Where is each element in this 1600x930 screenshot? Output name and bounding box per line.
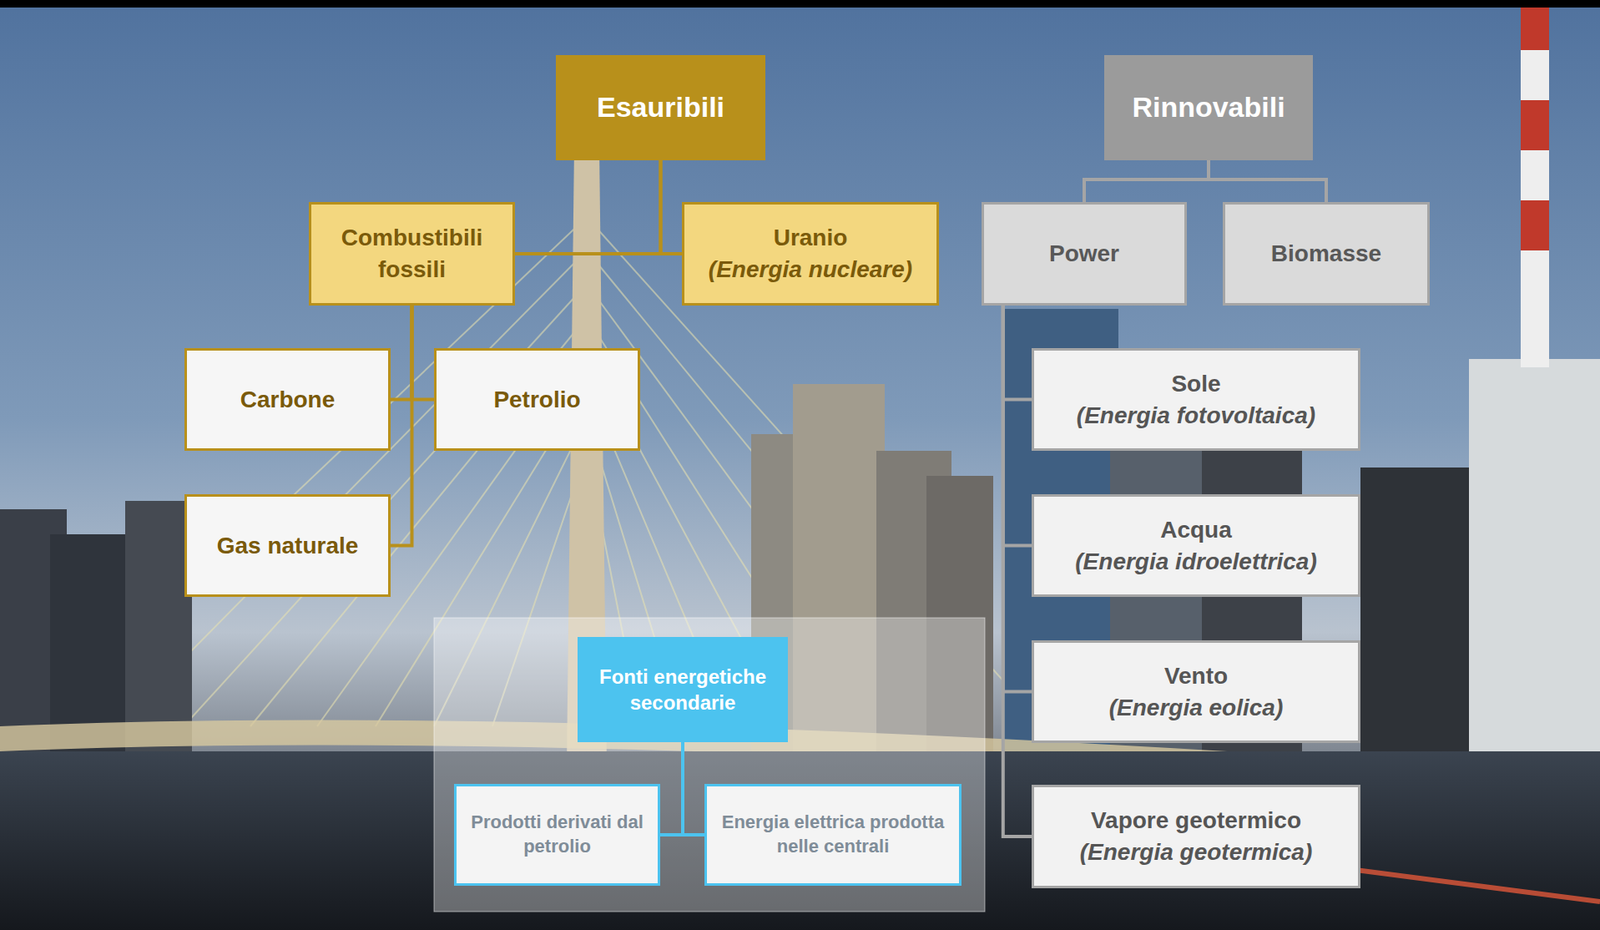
energy-type: (Energia geotermica) bbox=[1080, 836, 1313, 869]
category-box: Fonti energetiche secondarie bbox=[577, 636, 788, 742]
group-box: Combustibili fossili bbox=[308, 201, 515, 306]
node-label: Biomasse bbox=[1271, 237, 1382, 270]
tree-connector bbox=[660, 741, 683, 835]
energy-type: (Energia nucleare) bbox=[708, 253, 913, 286]
node-label: Acqua bbox=[1160, 514, 1232, 546]
secondary-panel bbox=[434, 617, 985, 912]
group-box: Uranio(Energia nucleare) bbox=[681, 201, 939, 306]
category-box: Esauribili bbox=[555, 55, 766, 161]
tree-connector bbox=[682, 741, 705, 835]
source-box: Prodotti derivati dal petrolio bbox=[454, 783, 661, 886]
node-label: Gas naturale bbox=[217, 529, 359, 562]
tree-connector bbox=[1208, 160, 1327, 202]
tree-connector bbox=[1003, 305, 1032, 400]
node-label: Fonti energetiche secondarie bbox=[587, 663, 778, 716]
node-label: Vapore geotermico bbox=[1090, 804, 1302, 837]
node-label: Energia elettrica prodotta nelle central… bbox=[716, 810, 949, 859]
category-box: Rinnovabili bbox=[1104, 55, 1313, 161]
group-box: Biomasse bbox=[1222, 201, 1430, 306]
node-label: Sole bbox=[1170, 368, 1221, 400]
node-label: Combustibili fossili bbox=[321, 222, 503, 286]
source-box: Vento(Energia eolica) bbox=[1031, 640, 1361, 743]
node-label: Esauribili bbox=[596, 88, 725, 127]
energy-type: (Energia fotovoltaica) bbox=[1076, 399, 1316, 432]
source-box: Petrolio bbox=[434, 348, 641, 451]
top-bar bbox=[0, 0, 1600, 8]
tree-connector bbox=[1003, 305, 1032, 837]
node-label: Petrolio bbox=[493, 383, 581, 416]
tree-connector bbox=[1084, 160, 1209, 202]
node-label: Prodotti derivati dal petrolio bbox=[466, 810, 648, 859]
energy-type: (Energia idroelettrica) bbox=[1075, 545, 1317, 578]
source-box: Gas naturale bbox=[184, 494, 391, 597]
node-label: Vento bbox=[1164, 660, 1228, 692]
tree-connector bbox=[661, 160, 683, 254]
tree-connector bbox=[514, 160, 662, 254]
tree-connector bbox=[1003, 305, 1032, 692]
node-label: Rinnovabili bbox=[1131, 88, 1285, 127]
tree-connector bbox=[412, 305, 435, 400]
energy-type: (Energia eolica) bbox=[1109, 691, 1284, 724]
node-label: Uranio bbox=[773, 222, 848, 254]
source-box: Carbone bbox=[184, 348, 391, 451]
tree-connector bbox=[390, 305, 413, 400]
source-box: Acqua(Energia idroelettrica) bbox=[1031, 494, 1361, 597]
tree-connector bbox=[1003, 305, 1032, 546]
source-box: Energia elettrica prodotta nelle central… bbox=[704, 783, 962, 886]
tree-connector bbox=[390, 305, 413, 546]
node-label: Power bbox=[1049, 237, 1120, 270]
radio-tower bbox=[1520, 0, 1550, 368]
source-box: Vapore geotermico(Energia geotermica) bbox=[1031, 784, 1361, 889]
group-box: Power bbox=[981, 201, 1187, 306]
source-box: Sole(Energia fotovoltaica) bbox=[1031, 348, 1361, 451]
node-label: Carbone bbox=[240, 383, 336, 416]
